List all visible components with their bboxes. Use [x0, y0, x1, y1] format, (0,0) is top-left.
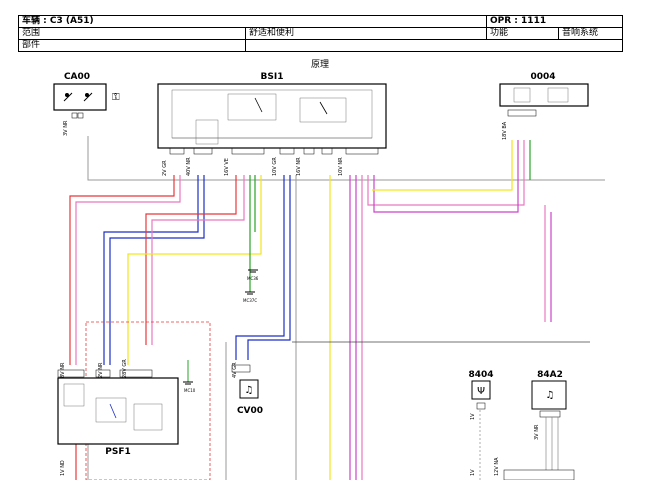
- ground-mc36: MC36: [247, 269, 259, 281]
- component-0004: 0004 18V BA: [499, 72, 589, 140]
- wire-pink-2: [151, 175, 245, 345]
- c8404-conn-label: 1V: [470, 413, 476, 420]
- wire-blue-4: [247, 175, 291, 360]
- bsi-16v-nr-label: 16V NR: [296, 157, 302, 176]
- bsi-40v-label: 40V NR: [186, 157, 192, 176]
- bsi-10v-label: 10V GR: [272, 157, 278, 176]
- component-cv00: ♫ CV00 4V GR: [231, 362, 263, 416]
- wire-yellow-1: [127, 175, 262, 365]
- svg-text:MC10: MC10: [184, 388, 196, 393]
- antenna-icon: Ψ: [477, 386, 485, 397]
- wire-blue-1: [103, 175, 199, 365]
- part-label: 部件: [18, 39, 246, 52]
- c84a2-conn-label: 3V NR: [534, 424, 540, 440]
- psf-28v-label: 28V GR: [122, 359, 128, 378]
- c0004-conn-label: 18V BA: [502, 121, 508, 140]
- component-ca00: CA00 ⚿ 3V NR: [53, 72, 120, 136]
- c0004-label: 0004: [530, 72, 555, 82]
- wire-pink-1: [75, 175, 181, 365]
- svg-text:MC37C: MC37C: [243, 298, 257, 303]
- ground-mc10: MC10: [183, 360, 196, 393]
- speaker-icon: ♫: [245, 385, 254, 396]
- psf1-label: PSF1: [105, 447, 131, 457]
- wire-magenta-5: [373, 140, 519, 213]
- wire-yellow-3: [372, 140, 513, 191]
- cv00-conn-label: 4V GR: [232, 362, 238, 378]
- ground-mc37c: MC37C: [243, 291, 257, 303]
- component-84a2: 84A2 ♫ 3V NR: [531, 370, 567, 470]
- bottom-connector-block: [503, 469, 575, 480]
- c84a2-label: 84A2: [537, 370, 563, 380]
- bottom-1v-label: 1V: [470, 469, 476, 476]
- component-8404: 8404 Ψ 1V: [468, 370, 494, 480]
- psf-8v-label: 8V NR: [60, 362, 66, 378]
- key-icon: ⚿: [112, 92, 120, 103]
- bsi-2v-label: 2V GR: [162, 160, 168, 176]
- psf-2v-label: 2V NR: [98, 362, 104, 378]
- svg-text:MC36: MC36: [247, 276, 259, 281]
- ca00-label: CA00: [64, 72, 90, 82]
- psf-1v-label: 1V ND: [60, 460, 66, 476]
- wire-magenta-4: [367, 140, 525, 206]
- wire-blue-2: [109, 175, 205, 365]
- speaker-icon-2: ♫: [546, 390, 555, 401]
- bsi-10v-nr-label: 10V NR: [338, 157, 344, 176]
- bsi1-label: BSI1: [261, 72, 284, 82]
- cv00-label: CV00: [237, 406, 263, 416]
- part-value: [245, 39, 623, 52]
- ca00-conn-label: 3V NR: [63, 120, 69, 136]
- wire-grey-bus: [87, 136, 605, 181]
- c8404-label: 8404: [468, 370, 493, 380]
- diagram-caption: 原理: [310, 60, 329, 70]
- component-psf1: PSF1 8V NR 2V NR 28V GR 1V ND: [57, 359, 179, 476]
- header-table: 车辆 : C3 (A51) OPR : 1111 范围 舒适和便利 功能 音响系…: [18, 15, 623, 52]
- wire-blue-3: [235, 175, 285, 360]
- bottom-12v-label: 12V NA: [494, 457, 500, 476]
- wire-red-2: [145, 175, 237, 345]
- wire-red-1: [69, 175, 175, 365]
- bsi-16v-label: 16V VE: [224, 158, 230, 176]
- component-bsi1: BSI1 2V GR 40V NR 16V VE 10V GR 16V NR 1…: [157, 72, 387, 176]
